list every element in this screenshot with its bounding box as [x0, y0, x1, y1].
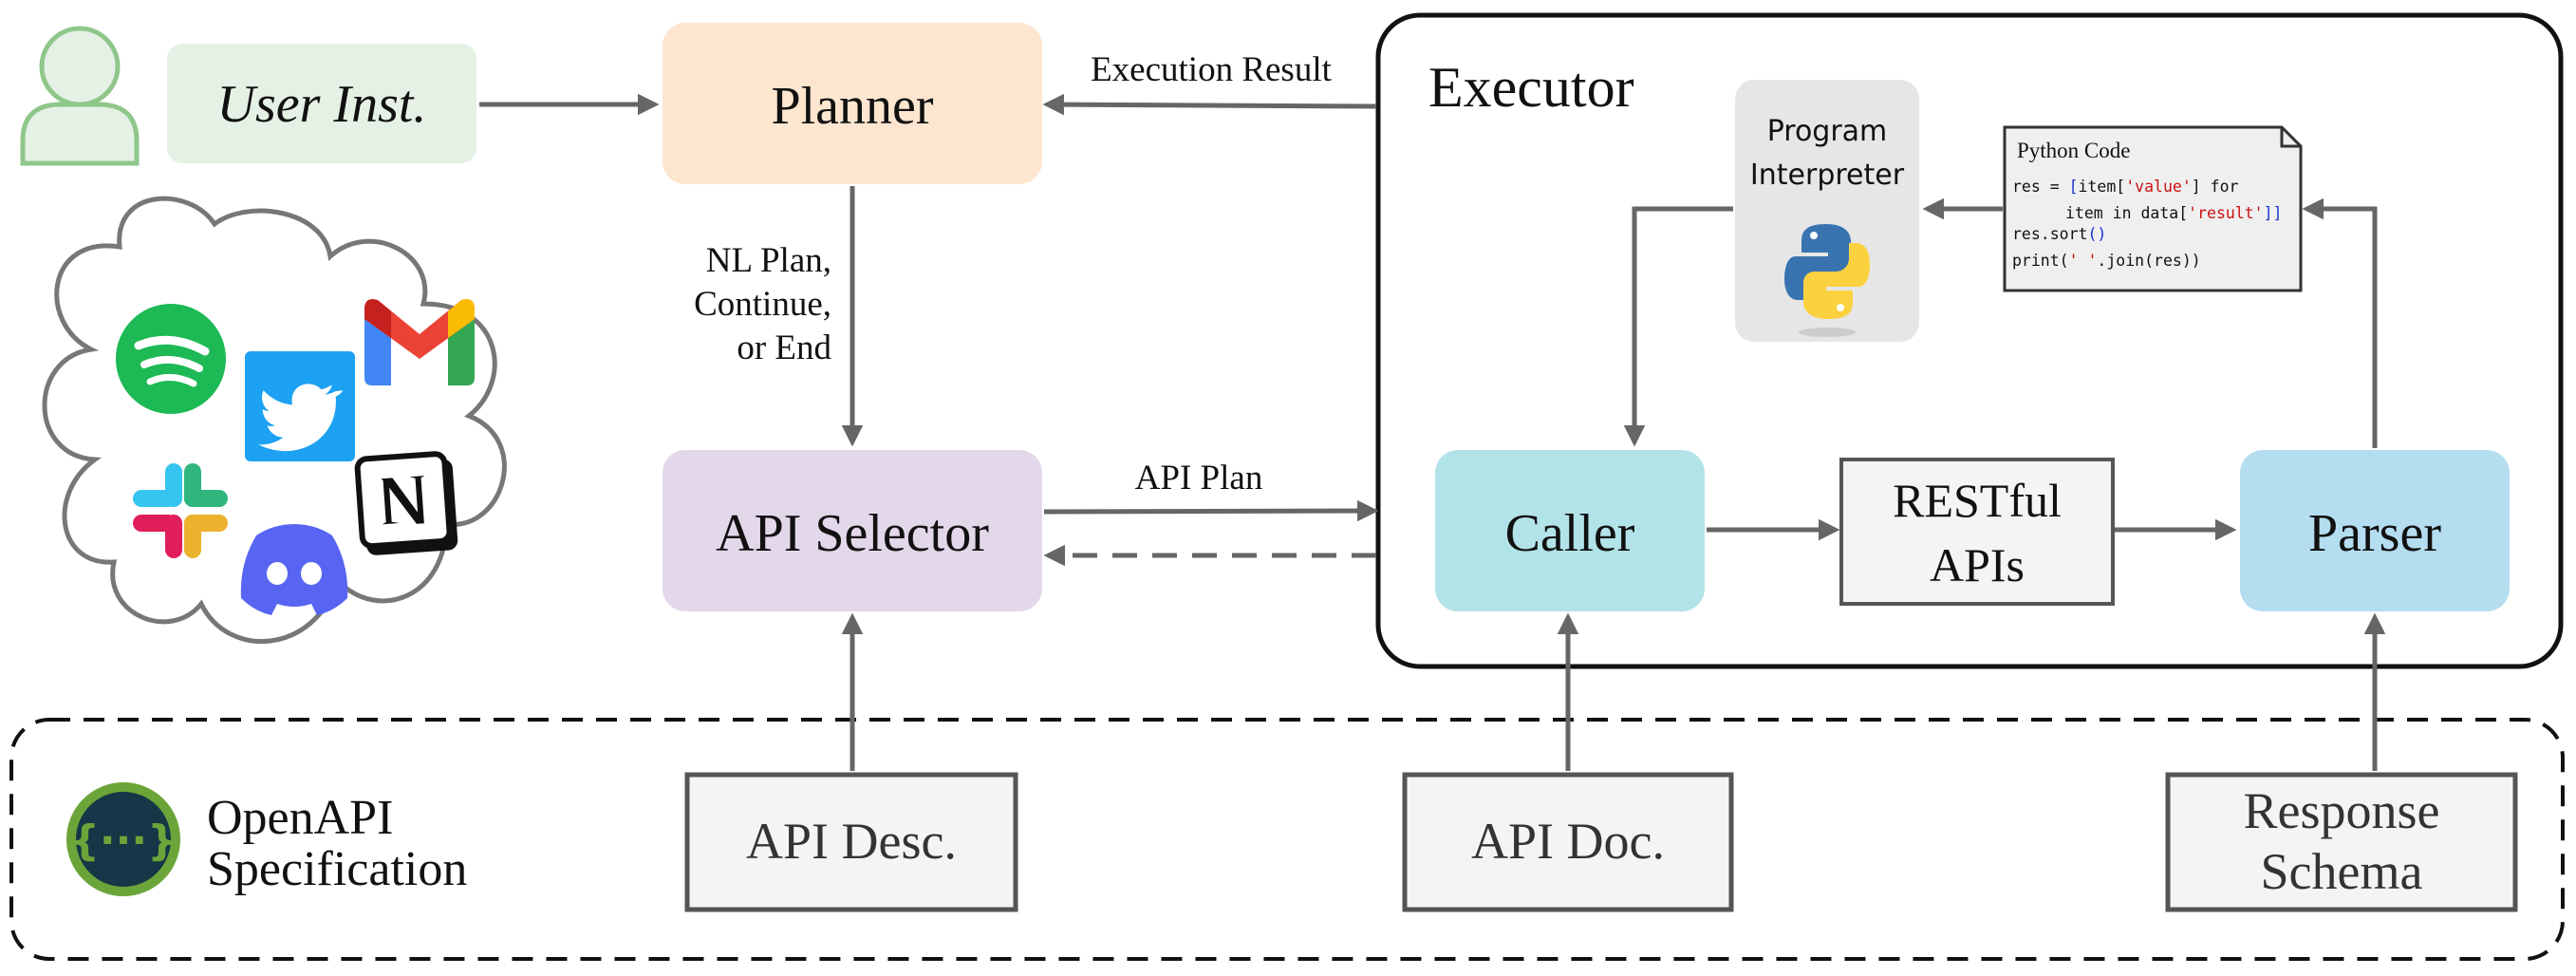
- code-token: (): [2087, 225, 2106, 243]
- openapi-braces-glyph: {···}: [70, 816, 177, 865]
- arrow-selector-to-executor: [1043, 499, 1379, 522]
- program-interpreter-line1: Program: [1767, 115, 1888, 148]
- planner-box: [663, 23, 1042, 184]
- code-token: ]]: [2264, 204, 2283, 222]
- label-nl-plan-line2: Continue,: [694, 285, 831, 324]
- code-token: res =: [2012, 178, 2069, 196]
- openapi-label-line1: OpenAPI: [207, 791, 393, 845]
- gmail-icon: [364, 299, 475, 385]
- caller-label: Caller: [1505, 504, 1635, 563]
- restful-apis-label-line2: APIs: [1930, 538, 2025, 591]
- python-code-line2: item in data['result']]: [2065, 204, 2283, 222]
- code-token: item[: [2079, 178, 2126, 196]
- api-desc-box: [684, 772, 1018, 912]
- python-code-document: Python Code res = [item['value'] for ite…: [2003, 125, 2303, 292]
- label-nl-plan: NL Plan, Continue, or End: [694, 241, 831, 367]
- user-instruction-label: User Inst.: [217, 75, 427, 134]
- arrow-parser-to-code: [2302, 197, 2378, 448]
- slack-icon: [133, 463, 228, 558]
- code-token: ' ': [2069, 252, 2098, 270]
- python-code-line3: res.sort(): [2012, 225, 2106, 243]
- parser-label: Parser: [2308, 504, 2441, 563]
- python-code-line4: print(' '.join(res)): [2012, 252, 2201, 270]
- program-interpreter-box: [1735, 80, 1919, 342]
- parser-box: [2240, 450, 2510, 611]
- code-token: print(: [2012, 252, 2069, 270]
- openapi-spec-container: [9, 718, 2565, 961]
- code-token: res.sort: [2012, 225, 2087, 243]
- api-desc-label: API Desc.: [746, 813, 957, 870]
- api-doc-label: API Doc.: [1471, 813, 1665, 870]
- python-code-line1: res = [item['value'] for: [2012, 178, 2239, 196]
- user-person-icon: [20, 26, 140, 166]
- restful-apis-label-line1: RESTful: [1893, 474, 2062, 527]
- code-token: 'result': [2188, 204, 2263, 222]
- arrows: [479, 93, 2386, 771]
- arrow-executor-to-planner: [1042, 93, 1377, 116]
- code-token: for: [2201, 178, 2239, 196]
- notion-icon: [354, 451, 458, 555]
- api-selector-label: API Selector: [716, 504, 989, 563]
- label-execution-result: Execution Result: [1091, 50, 1333, 89]
- twitter-icon: [245, 351, 355, 461]
- arrow-interpreter-to-caller: [1623, 206, 1733, 447]
- response-schema-box: [2165, 772, 2518, 912]
- response-schema-label-line1: Response: [2244, 782, 2440, 839]
- code-token: item in data[: [2065, 204, 2188, 222]
- code-token: 'value': [2125, 178, 2192, 196]
- code-token: [: [2069, 178, 2079, 196]
- label-nl-plan-line1: NL Plan,: [706, 241, 831, 280]
- label-nl-plan-line3: or End: [737, 328, 831, 367]
- discord-icon: [240, 524, 348, 615]
- label-api-plan: API Plan: [1135, 459, 1263, 497]
- spotify-icon: [116, 304, 226, 414]
- caller-box: [1435, 450, 1705, 611]
- app-cloud: [42, 196, 507, 645]
- api-doc-box: [1402, 772, 1734, 912]
- python-code-title: Python Code: [2017, 139, 2130, 162]
- python-logo-icon: [1784, 224, 1870, 337]
- restful-apis-box: [1839, 458, 2115, 606]
- code-token: .join(res)): [2097, 252, 2200, 270]
- code-token: ]: [2192, 178, 2201, 196]
- openapi-braces-icon: {···}: [66, 782, 180, 896]
- planner-label: Planner: [771, 77, 933, 136]
- executor-title: Executor: [1428, 56, 1634, 119]
- openapi-label-line2: Specification: [207, 842, 467, 896]
- response-schema-label-line2: Schema: [2261, 843, 2423, 900]
- api-selector-box: [663, 450, 1042, 611]
- program-interpreter-line2: Interpreter: [1750, 159, 1905, 192]
- user-instruction-box: [167, 44, 476, 163]
